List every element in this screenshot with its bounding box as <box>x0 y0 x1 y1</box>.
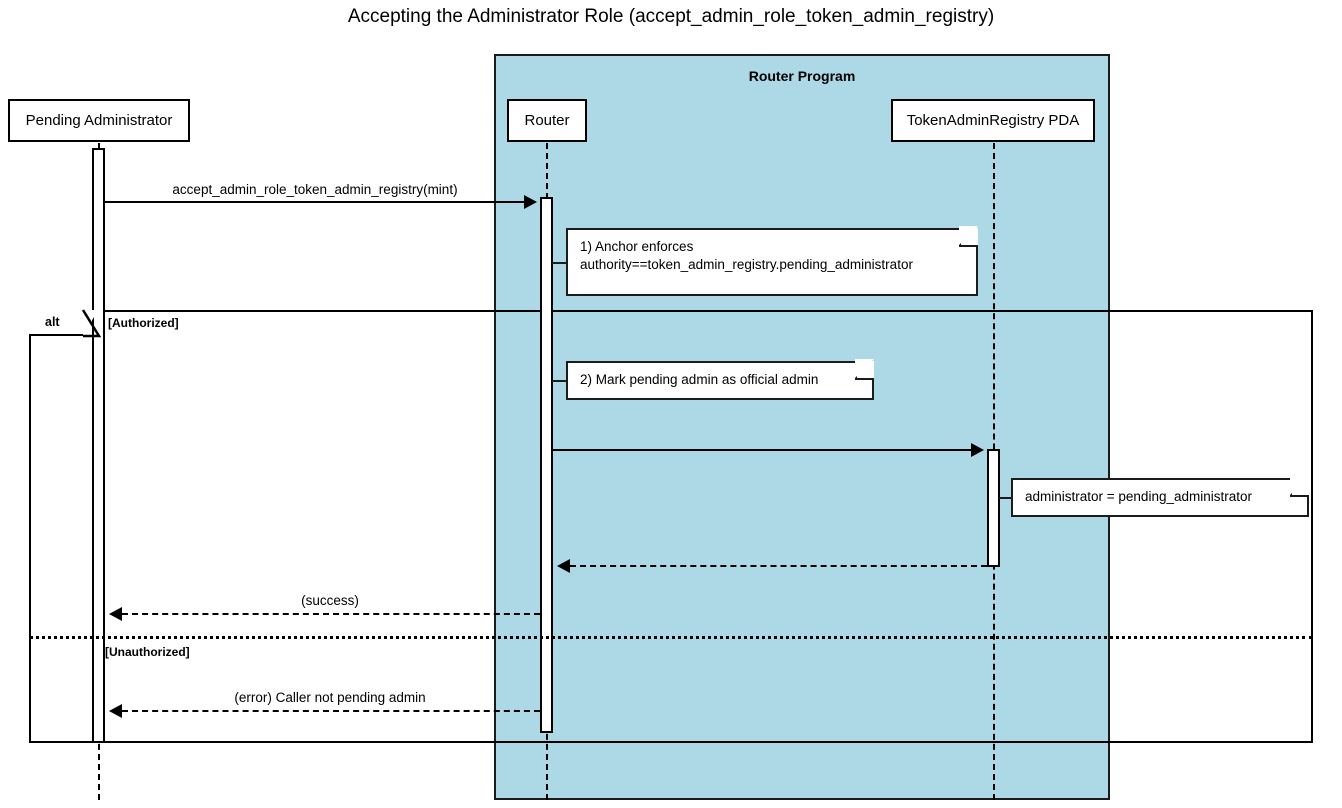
alt-fragment-tab <box>29 310 83 336</box>
diagram-title: Accepting the Administrator Role (accept… <box>347 6 995 27</box>
message-arrowhead-error <box>109 704 122 718</box>
note-administrator-assignment-line1: administrator = pending_administrator <box>1025 489 1252 505</box>
note-mark-pending-admin: 2) Mark pending admin as official admin <box>566 359 874 400</box>
note-fold-icon <box>959 226 978 247</box>
group-router-program: Router Program <box>494 54 1110 800</box>
group-router-program-label: Router Program <box>748 68 856 84</box>
note-administrator-assignment: administrator = pending_administrator <box>1011 476 1309 517</box>
message-arrowhead-success <box>109 607 122 621</box>
message-label-accept-admin-role: accept_admin_role_token_admin_registry(m… <box>172 182 458 197</box>
message-line-accept-admin-role <box>105 201 525 203</box>
note-fold-icon <box>855 359 874 380</box>
note-connector-anchor-enforces <box>552 262 568 264</box>
participant-router[interactable]: Router <box>507 99 587 142</box>
participant-pending-administrator[interactable]: Pending Administrator <box>8 99 190 142</box>
participant-pending-administrator-label: Pending Administrator <box>25 112 173 129</box>
message-arrowhead-accept-admin-role <box>524 195 537 209</box>
alt-fragment-operator-label: alt <box>45 315 60 329</box>
note-connector-administrator-assignment <box>999 497 1013 499</box>
activation-token-admin-registry-pda <box>987 449 1000 567</box>
message-arrowhead-update-registry <box>971 443 984 457</box>
participant-token-admin-registry-pda[interactable]: TokenAdminRegistry PDA <box>891 99 1095 142</box>
guard-unauthorized: [Unauthorized] <box>105 645 190 659</box>
note-mark-pending-admin-line1: 2) Mark pending admin as official admin <box>580 372 819 388</box>
message-line-update-registry <box>553 449 972 451</box>
guard-authorized: [Authorized] <box>108 316 179 330</box>
activation-pending-administrator <box>92 148 105 743</box>
alt-fragment-divider <box>29 636 1313 639</box>
alt-tab-corner-icon <box>82 309 102 338</box>
note-anchor-enforces-line2: authority==token_admin_registry.pending_… <box>580 257 913 273</box>
activation-router <box>540 197 553 733</box>
alt-fragment-frame <box>29 310 1313 743</box>
participant-router-label: Router <box>524 112 570 129</box>
note-connector-mark-pending-admin <box>552 380 568 382</box>
message-arrowhead-registry-return <box>557 559 570 573</box>
message-label-error: (error) Caller not pending admin <box>234 690 426 705</box>
message-line-registry-return <box>570 565 987 567</box>
message-line-error <box>122 710 540 712</box>
message-label-success: (success) <box>301 593 359 608</box>
note-fold-icon <box>1290 476 1309 497</box>
participant-token-admin-registry-pda-label: TokenAdminRegistry PDA <box>906 112 1080 129</box>
note-anchor-enforces: 1) Anchor enforces authority==token_admi… <box>566 226 978 296</box>
message-line-success <box>122 613 540 615</box>
note-anchor-enforces-line1: 1) Anchor enforces <box>580 239 694 254</box>
alt-fragment-tab-slant-stroke <box>82 308 104 338</box>
